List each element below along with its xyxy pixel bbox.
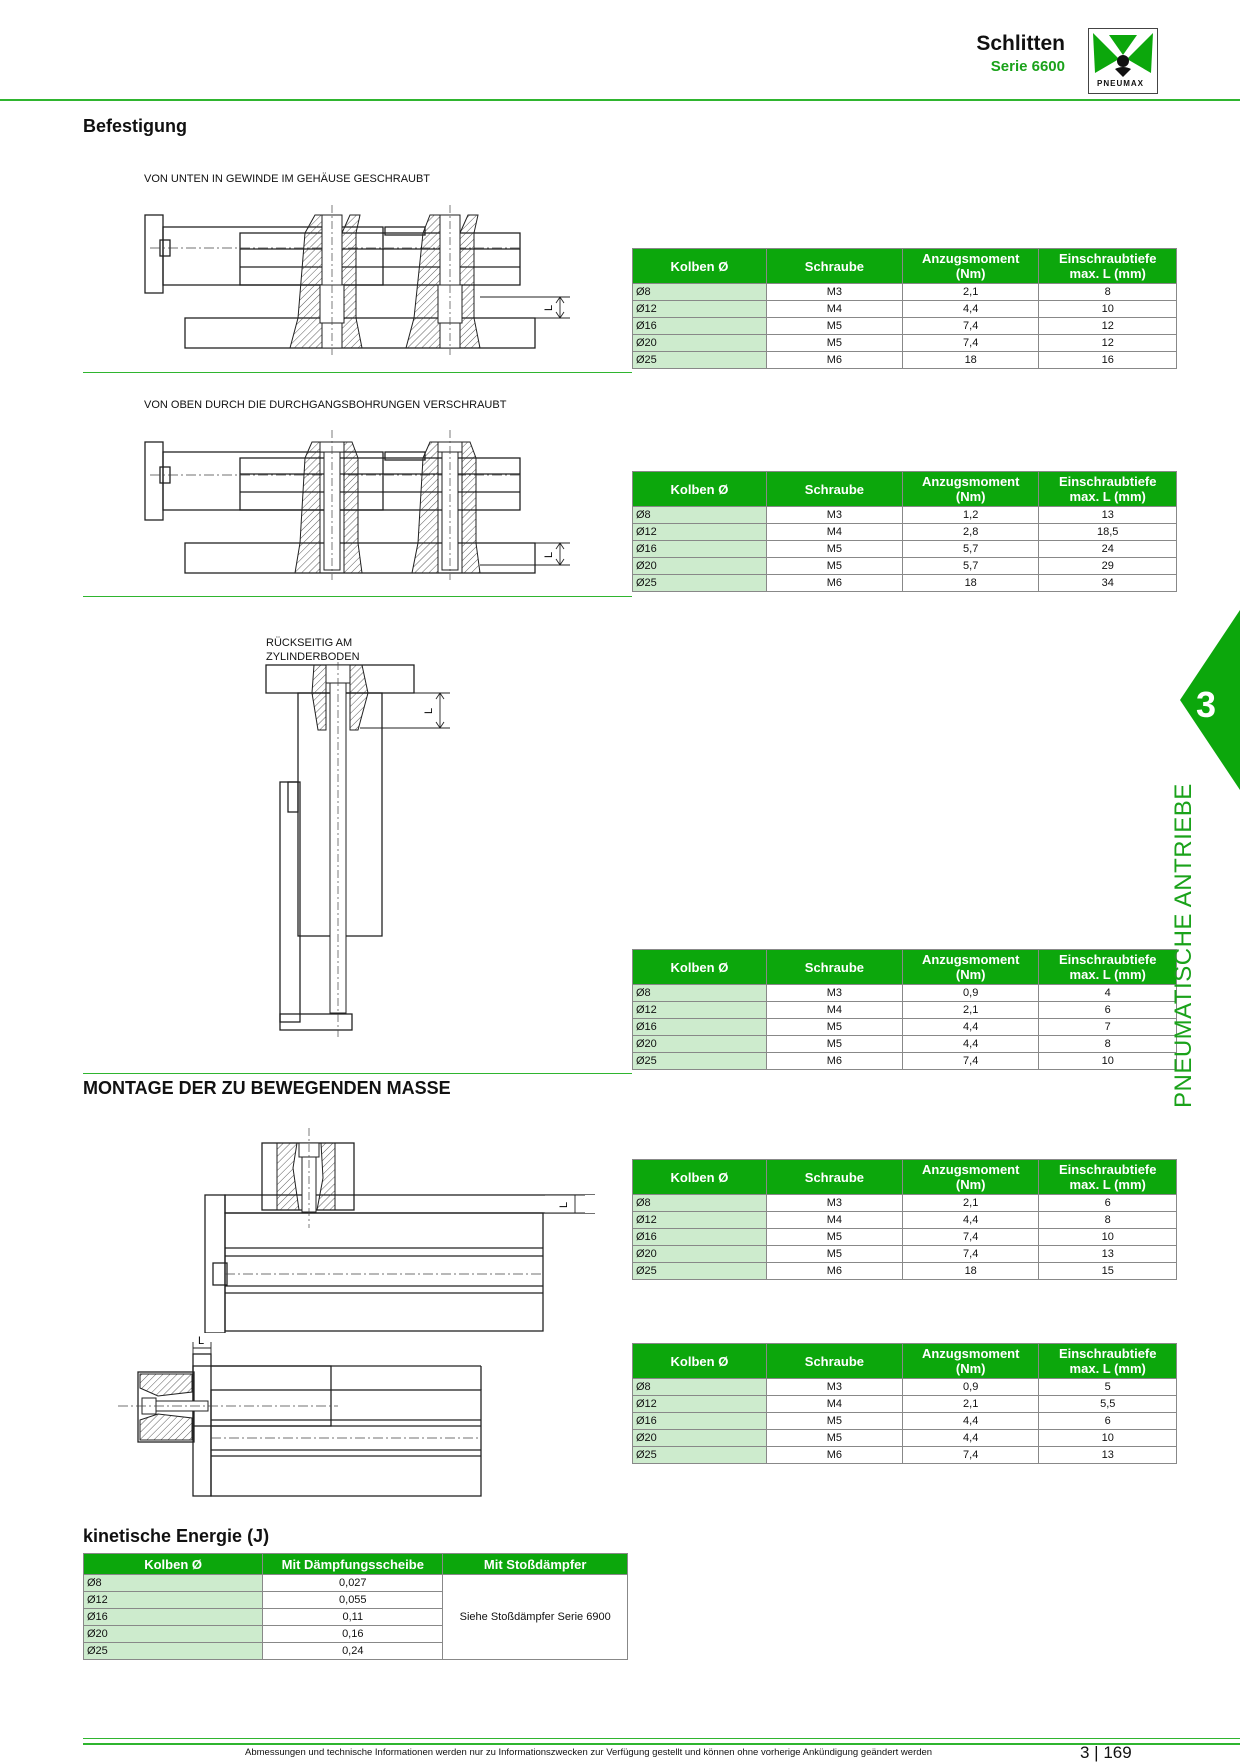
- section-heading-kinetic: kinetische Energie (J): [83, 1526, 270, 1546]
- page-subtitle: Serie 6600: [990, 58, 1065, 75]
- col-schraube: Schraube: [765, 248, 903, 284]
- spec-table-rear-mount: Kolben Ø Schraube Anzugsmoment(Nm) Einsc…: [632, 949, 1177, 1070]
- chapter-label: PNEUMATISCHE ANTRIEBE: [1170, 783, 1197, 1108]
- page-number: 3 | 169: [1080, 1743, 1132, 1762]
- col-kolben: Kolben Ø: [632, 248, 767, 284]
- chapter-number: 3: [1196, 684, 1217, 725]
- brand-logo: PNEUMAX: [1088, 28, 1158, 94]
- section-heading-befestigung: Befestigung: [83, 116, 188, 136]
- section-divider: [83, 1073, 632, 1074]
- spec-table-mass-top: Kolben Ø Schraube Anzugsmoment(Nm) Einsc…: [632, 1159, 1177, 1280]
- kinetic-energy-table: Kolben Ø Mit Dämpfungsscheibe Mit Stoßdä…: [82, 1553, 628, 1660]
- section-heading-montage: MONTAGE DER ZU BEWEGENDEN MASSE: [83, 1078, 451, 1098]
- col-anzugsmoment: Anzugsmoment(Nm): [901, 471, 1040, 507]
- col-kolben: Kolben Ø: [632, 471, 767, 507]
- section-divider: [83, 596, 632, 597]
- pneumax-logo-icon: [1093, 33, 1153, 77]
- drawing-rear-mount: L: [265, 662, 450, 1037]
- stossdaempfer-note: Siehe Stoßdämpfer Serie 6900: [442, 1574, 628, 1660]
- col-daempfungsscheibe: Mit Dämpfungsscheibe: [262, 1553, 444, 1575]
- footer-disclaimer: Abmessungen und technische Informationen…: [245, 1747, 933, 1758]
- header-rule: [0, 99, 1240, 101]
- col-schraube: Schraube: [765, 1159, 903, 1195]
- page-title: Schlitten: [976, 32, 1065, 55]
- caption-rear-mount: RÜCKSEITIG AM ZYLINDERBODEN: [266, 637, 360, 663]
- col-anzugsmoment: Anzugsmoment(Nm): [901, 1343, 1040, 1379]
- drawing-mass-front-mount: L: [118, 1335, 482, 1497]
- spec-table-from-below: Kolben Ø Schraube Anzugsmoment(Nm) Einsc…: [632, 248, 1177, 369]
- dim-label-L: L: [423, 708, 435, 714]
- chapter-tab-shape: [1180, 610, 1240, 790]
- logo-text: PNEUMAX: [1097, 79, 1145, 88]
- dim-label-L: L: [543, 305, 555, 311]
- col-schraube: Schraube: [765, 949, 903, 985]
- drawing-mount-from-above: L: [144, 430, 570, 580]
- dim-label-L: L: [543, 552, 555, 558]
- col-kolben: Kolben Ø: [632, 1159, 767, 1195]
- col-kolben: Kolben Ø: [632, 949, 767, 985]
- caption-from-below: VON UNTEN IN GEWINDE IM GEHÄUSE GESCHRAU…: [144, 173, 431, 185]
- drawing-mount-from-below: L: [144, 205, 570, 355]
- col-anzugsmoment: Anzugsmoment(Nm): [901, 248, 1040, 284]
- caption-from-above: VON OBEN DURCH DIE DURCHGANGSBOHRUNGEN V…: [144, 399, 507, 411]
- section-divider: [83, 372, 632, 373]
- spec-table-mass-front: Kolben Ø Schraube Anzugsmoment(Nm) Einsc…: [632, 1343, 1177, 1464]
- col-schraube: Schraube: [765, 471, 903, 507]
- drawing-mass-top-mount: L: [204, 1128, 595, 1333]
- col-schraube: Schraube: [765, 1343, 903, 1379]
- col-stossdaempfer: Mit Stoßdämpfer: [442, 1553, 628, 1575]
- spec-table-from-above: Kolben Ø Schraube Anzugsmoment(Nm) Einsc…: [632, 471, 1177, 592]
- col-anzugsmoment: Anzugsmoment(Nm): [901, 1159, 1040, 1195]
- footer-rule: [83, 1743, 1240, 1745]
- dim-label-L: L: [198, 1335, 204, 1347]
- col-kolben: Kolben Ø: [632, 1343, 767, 1379]
- col-kolben: Kolben Ø: [82, 1553, 264, 1575]
- dim-label-L: L: [558, 1202, 570, 1208]
- col-anzugsmoment: Anzugsmoment(Nm): [901, 949, 1040, 985]
- footer-rule-thin: [83, 1738, 1240, 1739]
